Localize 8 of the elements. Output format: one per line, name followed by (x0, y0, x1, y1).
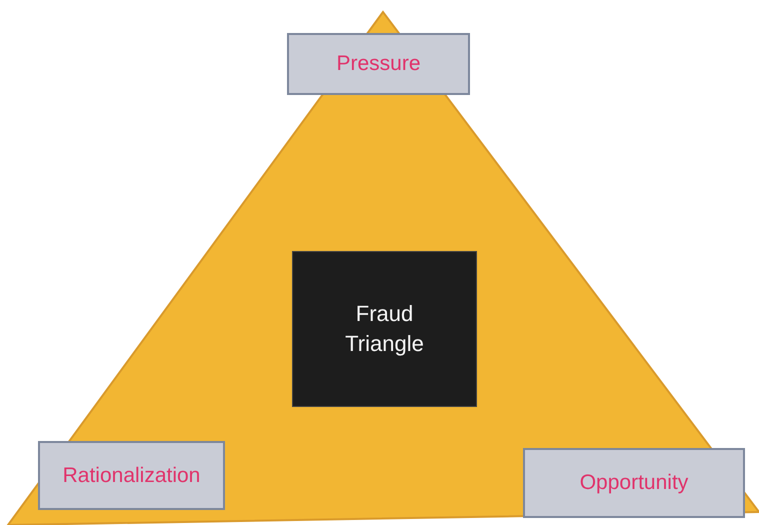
label-box (523, 448, 745, 518)
node-label: Fraud Triangle (344, 300, 425, 358)
node-label: Pressure (336, 51, 421, 77)
label-box (287, 33, 470, 95)
node-label: Opportunity (580, 470, 688, 496)
label-box (38, 441, 225, 510)
title-box (292, 251, 477, 407)
node-label: Rationalization (62, 462, 200, 488)
